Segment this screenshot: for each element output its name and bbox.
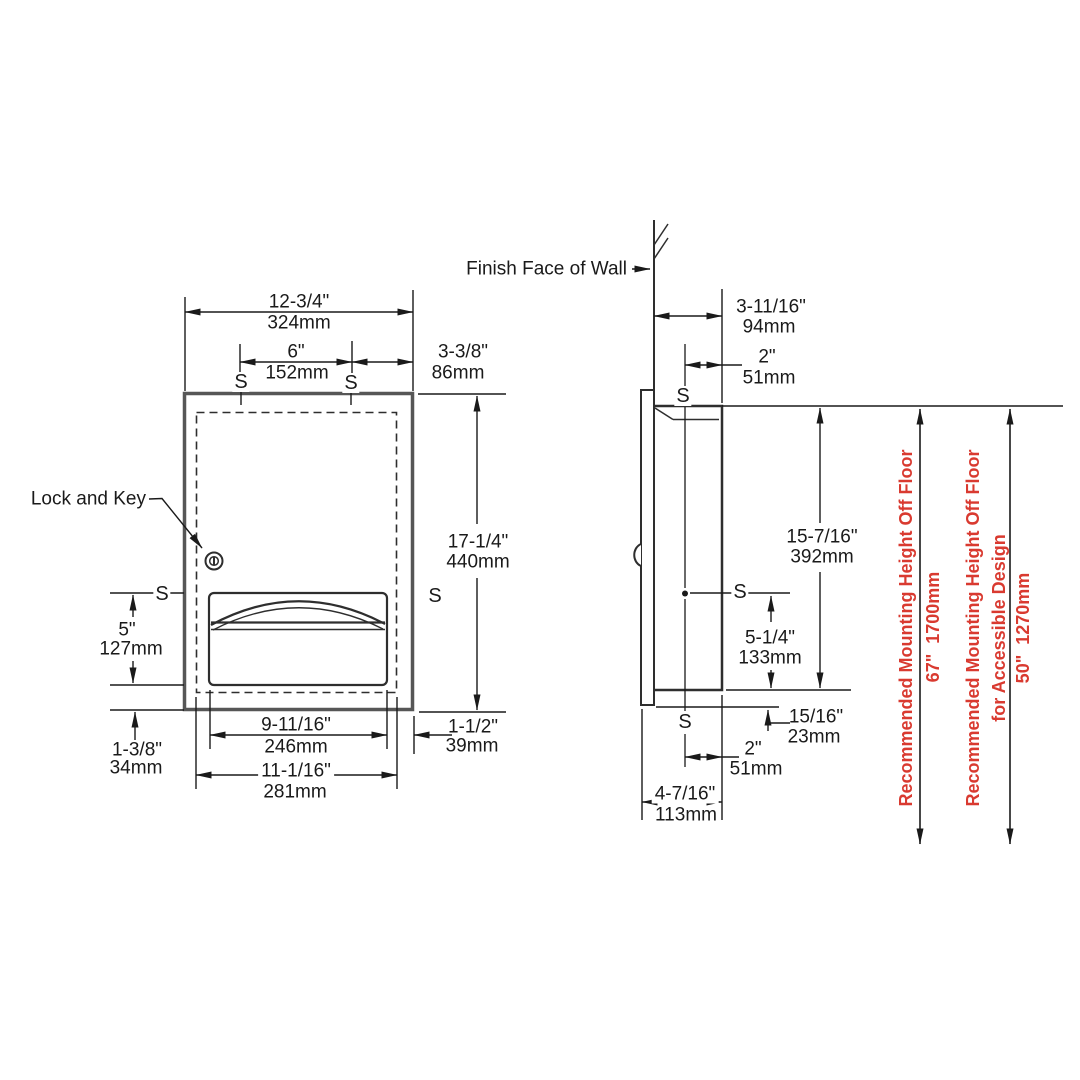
slot-reference-dot [682,590,688,597]
side-flange-overlap-mm: 23mm [787,726,841,748]
towel-tray-outline [207,591,389,687]
stud-marker: S [674,385,692,407]
stud-marker: S [426,585,444,607]
lock-profile-bump [633,543,642,567]
lock-icon [204,551,224,571]
stud-marker: S [676,711,694,733]
side-recess-depth-mm: 113mm [655,804,717,826]
front-stud-spacing-inches: 6" [287,341,305,363]
front-overall-height-inches: 17-1/4" [444,532,512,552]
recessed-body-profile [654,404,724,692]
stud-marker: S [731,581,749,603]
standard-mounting-height-value: 67" 1700mm [923,571,943,683]
front-bottom-margin-inches: 1-3/8" [111,739,163,761]
side-top-to-slot-mm: 392mm [787,547,857,567]
side-view-outline [633,220,724,767]
accessible-mounting-height-label-line1: Recommended Mounting Height Off Floor [963,449,983,807]
front-view-outline [148,391,415,712]
side-stud-to-face-bottom-mm: 51mm [729,758,783,780]
front-stud-to-edge-mm: 86mm [431,362,485,384]
front-tray-height-inches: 5" [118,619,136,641]
front-overall-width-mm: 324mm [267,312,331,334]
front-tray-width-mm: 246mm [264,736,328,758]
front-stud-to-edge-inches: 3-3/8" [437,341,489,363]
front-overall-height-mm: 440mm [443,552,513,572]
mounting-height-arrows [916,408,1014,845]
cabinet-outline [182,391,415,712]
towel-arch-inner [212,607,384,631]
finish-face-of-wall-label: Finish Face of Wall [466,258,627,280]
wall-hatch [653,223,669,246]
front-bottom-margin-mm: 34mm [109,757,163,779]
front-tray-to-edge-mm: 39mm [445,735,499,757]
front-opening-width-inches: 11-1/16" [258,761,334,781]
front-tray-to-edge-inches: 1-1/2" [447,716,499,738]
side-slot-to-bottom-inches: 5-1/4" [741,628,799,648]
side-stud-to-face-top-inches: 2" [758,346,776,368]
side-flange-overlap-inches: 15/16" [788,706,844,728]
front-tray-width-inches: 9-11/16" [261,714,331,736]
accessible-mounting-height-label-line2: for Accessible Design [989,534,1009,722]
front-stud-spacing-mm: 152mm [265,362,329,384]
standard-mounting-height-label: Recommended Mounting Height Off Floor [896,449,916,807]
side-slot-to-bottom-mm: 133mm [735,648,805,668]
wall-hatch [653,237,669,260]
side-stud-to-face-top-mm: 51mm [742,367,796,389]
wall-opening-dashed-outline [195,411,398,694]
stud-marker: S [232,371,250,393]
accessible-mounting-height-value: 50" 1270mm [1013,572,1033,684]
front-tray-height-mm: 127mm [99,638,163,660]
side-overall-depth-inches: 3-11/16" [736,296,806,318]
stud-marker: S [342,372,360,394]
towel-arch [210,600,386,626]
lock-leader-arrow [148,497,203,549]
front-overall-width-inches: 12-3/4" [268,291,330,313]
side-recess-depth-inches: 4-7/16" [651,784,719,804]
side-overall-depth-mm: 94mm [742,316,796,338]
side-top-to-slot-inches: 15-7/16" [783,527,861,547]
front-view-dimensions [110,290,506,789]
lock-and-key-label: Lock and Key [30,488,146,510]
stud-marker: S [153,583,171,605]
front-opening-width-mm: 281mm [263,781,327,803]
flange-profile [640,389,655,706]
side-stud-to-face-bottom-inches: 2" [744,738,762,760]
